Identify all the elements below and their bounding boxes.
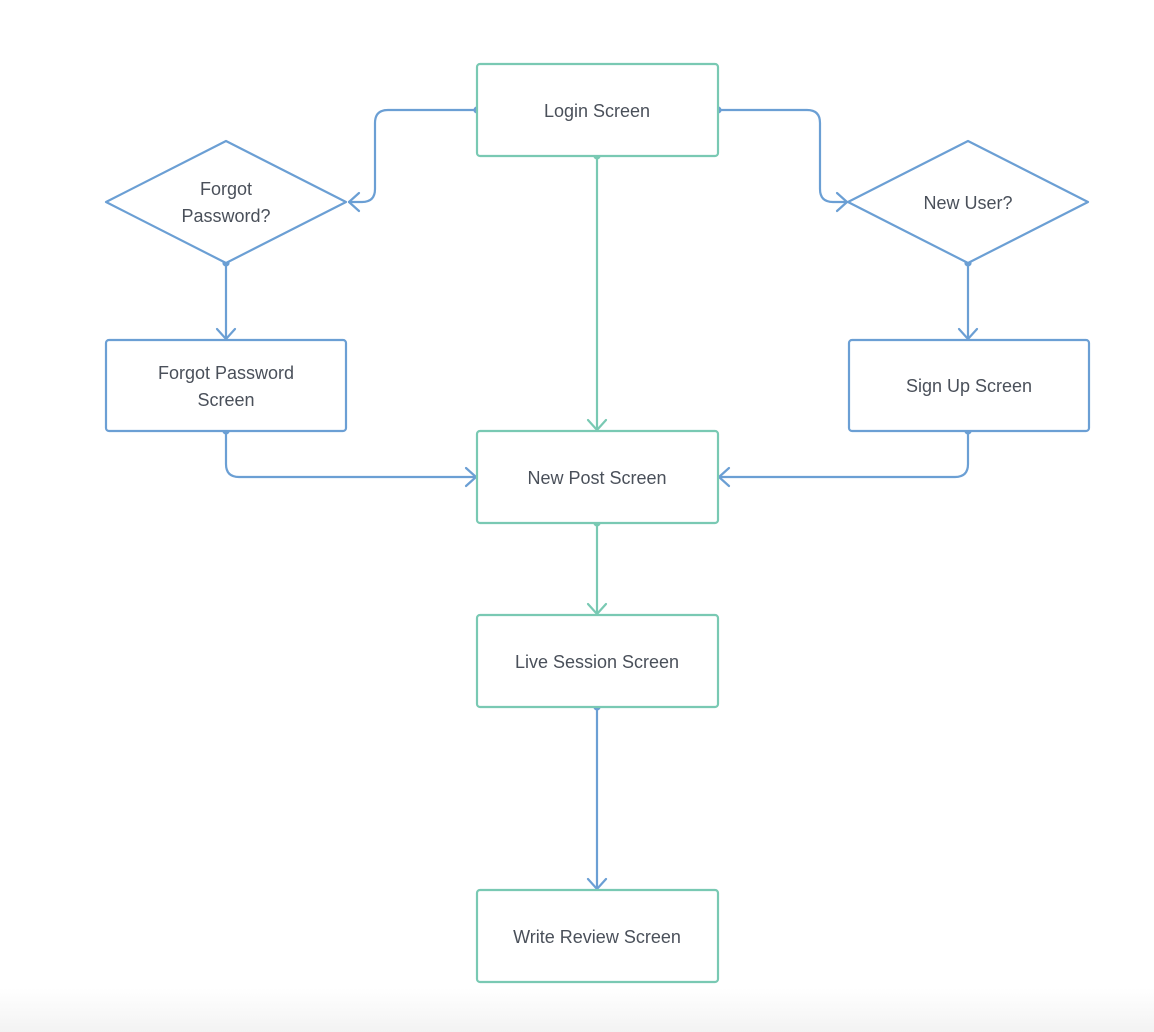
node-label: New Post Screen — [527, 468, 666, 488]
edge-sign-up-to-new-post — [717, 427, 972, 488]
decision-forgot-password[interactable]: Forgot Password? — [104, 139, 348, 265]
node-label-line-2: Password? — [181, 206, 270, 226]
connector-line — [716, 108, 849, 204]
bottom-edge-shade — [0, 988, 1154, 1032]
node-label: Write Review Screen — [513, 927, 681, 947]
node-box — [475, 62, 720, 158]
node-box — [475, 613, 720, 709]
node-box — [104, 338, 348, 433]
node-label: Login Screen — [544, 101, 650, 121]
decision-diamond — [846, 139, 1090, 265]
edge-login-to-forgot-question — [347, 106, 481, 213]
node-label: New User? — [923, 193, 1012, 213]
arrow-head-icon — [347, 191, 361, 213]
node-sign-up-screen[interactable]: Sign Up Screen — [847, 338, 1091, 433]
decision-new-user[interactable]: New User? — [846, 139, 1090, 265]
node-box — [475, 429, 720, 525]
node-box — [847, 338, 1091, 433]
connector-line — [347, 108, 479, 204]
edge-new-user-question-to-sign-up — [957, 259, 979, 341]
node-label-line-1: Forgot — [200, 179, 252, 199]
node-login-screen[interactable]: Login Screen — [475, 62, 720, 158]
edge-forgot-password-to-new-post — [222, 427, 478, 488]
connector-line — [224, 429, 478, 479]
node-live-session-screen[interactable]: Live Session Screen — [475, 613, 720, 709]
node-new-post-screen[interactable]: New Post Screen — [475, 429, 720, 525]
node-write-review-screen[interactable]: Write Review Screen — [475, 888, 720, 984]
edge-forgot-question-to-forgot-password — [215, 259, 237, 341]
edge-login-to-new-user-question — [714, 106, 849, 213]
decision-diamond — [104, 139, 348, 265]
edge-login-to-new-post — [586, 152, 608, 432]
connector-line — [717, 429, 970, 479]
node-label-line-2: Screen — [197, 390, 254, 410]
edge-live-session-to-write-review — [586, 703, 608, 891]
edge-new-post-to-live-session — [586, 519, 608, 616]
nodes: Login Screen Forgot Password? New User? … — [104, 62, 1091, 984]
node-label: Live Session Screen — [515, 652, 679, 672]
node-forgot-password-screen[interactable]: Forgot Password Screen — [104, 338, 348, 433]
node-label: Sign Up Screen — [906, 376, 1032, 396]
node-box — [475, 888, 720, 984]
node-label-line-1: Forgot Password — [158, 363, 294, 383]
